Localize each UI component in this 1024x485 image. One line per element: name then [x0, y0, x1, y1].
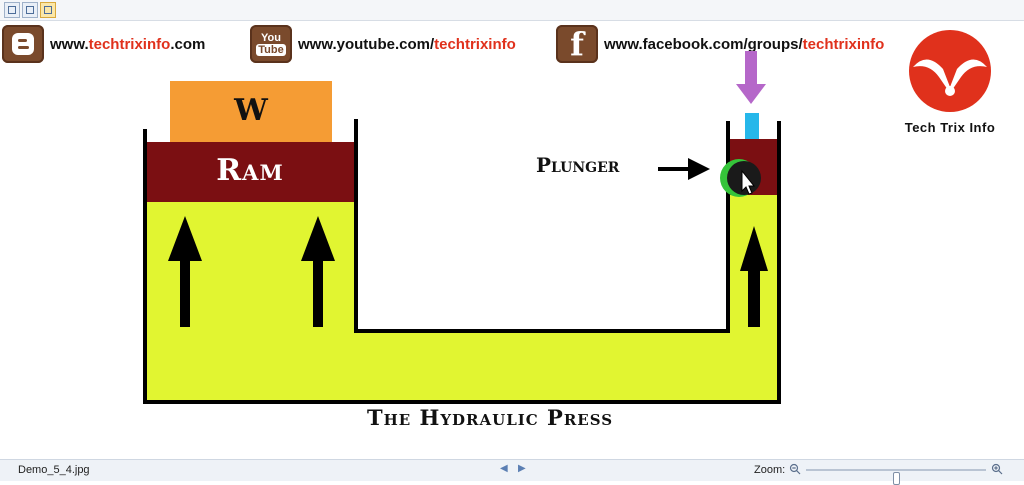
ram: [145, 142, 355, 202]
plunger-rod: [745, 113, 759, 139]
actual-size-button[interactable]: [22, 2, 38, 18]
slideshow-button[interactable]: [40, 2, 56, 18]
file-name: Demo_5_4.jpg: [18, 464, 90, 476]
youtube-icon: You Tube: [250, 25, 292, 63]
fit-window-button[interactable]: [4, 2, 20, 18]
blog-link: www.techtrixinfo.com: [2, 25, 205, 63]
fit-icon: [8, 6, 16, 14]
facebook-icon: f: [556, 25, 598, 63]
previous-image-button[interactable]: ◀: [500, 463, 508, 474]
weight-block: [170, 81, 332, 142]
mouse-cursor-icon: [741, 169, 756, 195]
push-arrow-icon: [736, 51, 766, 104]
brand-name: Tech Trix Info: [904, 120, 996, 135]
hydraulic-fluid: [145, 195, 778, 401]
ram-label: Ram: [216, 153, 284, 188]
zoom-label: Zoom:: [754, 464, 786, 476]
facebook-link: f www.facebook.com/groups/techtrixinfo: [556, 25, 884, 63]
plunger-label: Plunger: [536, 153, 620, 177]
hydraulic-press-diagram: [143, 51, 781, 404]
brand-logo-icon: [909, 30, 991, 112]
up-arrow-icon: [740, 226, 768, 327]
slideshow-icon: [44, 6, 52, 14]
vessel-wall: [143, 119, 781, 404]
youtube-link: You Tube www.youtube.com/techtrixinfo: [250, 25, 516, 63]
diagram-title: The Hydraulic Press: [366, 405, 614, 430]
zoom-out-icon[interactable]: [789, 463, 801, 475]
zoom-slider[interactable]: [806, 469, 986, 485]
brand-logo: Tech Trix Info: [888, 29, 1012, 135]
status-bar: Demo_5_4.jpg ◀ ▶ Zoom:: [0, 459, 1024, 485]
weight-label: W: [234, 93, 268, 128]
zoom-in-icon[interactable]: [991, 463, 1003, 475]
actual-size-icon: [26, 6, 34, 14]
viewer-toolbar: [0, 0, 1024, 21]
pointer-arrowhead-icon: [688, 158, 710, 180]
blogger-icon: [2, 25, 44, 63]
zoom-slider-thumb[interactable]: [892, 472, 900, 485]
next-image-button[interactable]: ▶: [518, 463, 526, 474]
up-arrow-icon: [168, 216, 202, 327]
up-arrow-icon: [301, 216, 335, 327]
image-canvas: www.techtrixinfo.com You Tube www.youtub…: [0, 21, 1024, 458]
